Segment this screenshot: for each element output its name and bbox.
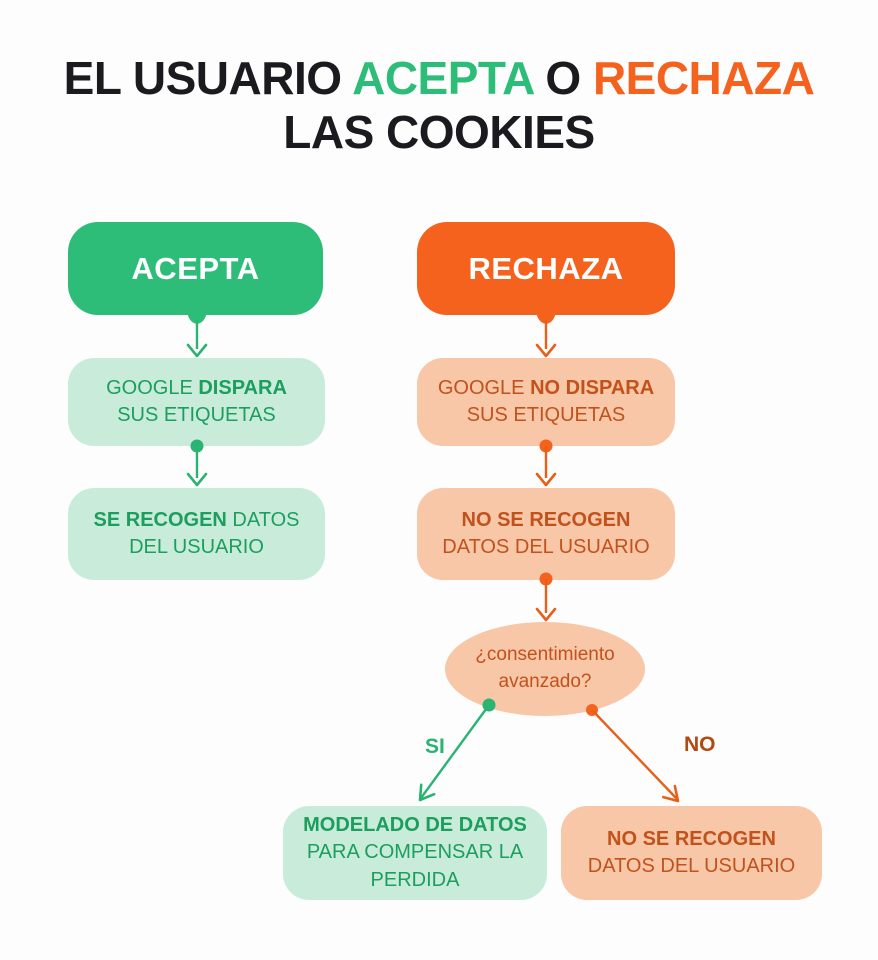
- step-text: DATOS: [226, 508, 300, 531]
- data-modeling-result-box: MODELADO DE DATOS PARA COMPENSAR LA PERD…: [283, 806, 547, 900]
- connector-accept-header-to-step1: [186, 314, 208, 358]
- arrowhead-down-icon: [186, 343, 208, 358]
- accept-header-box: ACEPTA: [68, 222, 323, 315]
- step-line: DEL USUARIO: [129, 536, 264, 558]
- step-line: SUS ETIQUETAS: [117, 404, 276, 426]
- no-data-result-box: NO SE RECOGEN DATOS DEL USUARIO: [561, 806, 822, 900]
- title-text-2: O: [533, 52, 593, 104]
- connector-reject-header-to-step1: [535, 314, 557, 358]
- title-reject-word: RECHAZA: [592, 52, 815, 104]
- page-title: EL USUARIO ACEPTA O RECHAZA LAS COOKIES: [0, 52, 878, 160]
- connector-reject-step1-to-step2: [535, 439, 557, 487]
- step-line: NO SE RECOGEN: [607, 826, 776, 853]
- step-text-bold: SE RECOGEN: [93, 508, 227, 531]
- step-line: SE RECOGEN DATOS: [94, 507, 300, 534]
- step-line: GOOGLE DISPARA: [106, 375, 287, 402]
- arrowhead-down-icon: [535, 472, 557, 487]
- arrow-tail-nub: [187, 314, 207, 324]
- step-text-bold: NO SE RECOGEN: [461, 508, 631, 531]
- decision-line: ¿consentimiento: [475, 644, 615, 666]
- step-text: GOOGLE: [437, 376, 531, 399]
- reject-step-no-data-box: NO SE RECOGEN DATOS DEL USUARIO: [417, 488, 675, 580]
- step-line: DATOS DEL USUARIO: [587, 855, 796, 877]
- step-line: GOOGLE NO DISPARA: [438, 375, 654, 402]
- step-text: GOOGLE: [106, 376, 199, 399]
- arrowhead-diagonal-icon: [662, 784, 680, 803]
- title-text-1: EL USUARIO: [63, 52, 353, 104]
- edge-label-no: NO: [684, 733, 716, 756]
- arrowhead-down-icon: [535, 607, 557, 622]
- reject-header-box: RECHAZA: [417, 222, 675, 315]
- step-line: SUS ETIQUETAS: [466, 404, 626, 426]
- step-text-bold: MODELADO DE DATOS: [303, 814, 527, 837]
- step-line: PERDIDA: [370, 868, 460, 891]
- arrowhead-down-icon: [186, 472, 208, 487]
- arrowhead-diagonal-icon: [418, 783, 436, 802]
- step-text-bold: DISPARA: [198, 376, 287, 399]
- step-text-bold: NO DISPARA: [530, 376, 655, 399]
- step-line: MODELADO DE DATOS: [303, 812, 527, 839]
- step-line: DATOS DEL USUARIO: [442, 536, 650, 558]
- title-line-2: LAS COOKIES: [283, 105, 595, 158]
- arrow-tail-nub: [536, 314, 556, 324]
- title-accept-word: ACEPTA: [352, 52, 534, 104]
- arrowhead-down-icon: [535, 343, 557, 358]
- advanced-consent-decision-ellipse: ¿consentimiento avanzado?: [445, 622, 645, 716]
- accept-step-google-fires-box: GOOGLE DISPARA SUS ETIQUETAS: [68, 358, 325, 446]
- decision-line: avanzado?: [498, 671, 592, 692]
- step-line: PARA COMPENSAR LA: [306, 841, 524, 864]
- connector-accept-step1-to-step2: [186, 439, 208, 487]
- connector-decision-no: [586, 704, 680, 803]
- title-line-1: EL USUARIO ACEPTA O RECHAZA: [0, 52, 878, 106]
- accept-step-data-collected-box: SE RECOGEN DATOS DEL USUARIO: [68, 488, 325, 580]
- step-text-bold: NO SE RECOGEN: [607, 827, 776, 850]
- reject-header-label: RECHAZA: [468, 250, 624, 286]
- step-line: NO SE RECOGEN: [462, 507, 631, 534]
- reject-step-google-no-fire-box: GOOGLE NO DISPARA SUS ETIQUETAS: [417, 358, 675, 446]
- accept-header-label: ACEPTA: [131, 250, 260, 286]
- edge-label-yes: SI: [425, 735, 445, 758]
